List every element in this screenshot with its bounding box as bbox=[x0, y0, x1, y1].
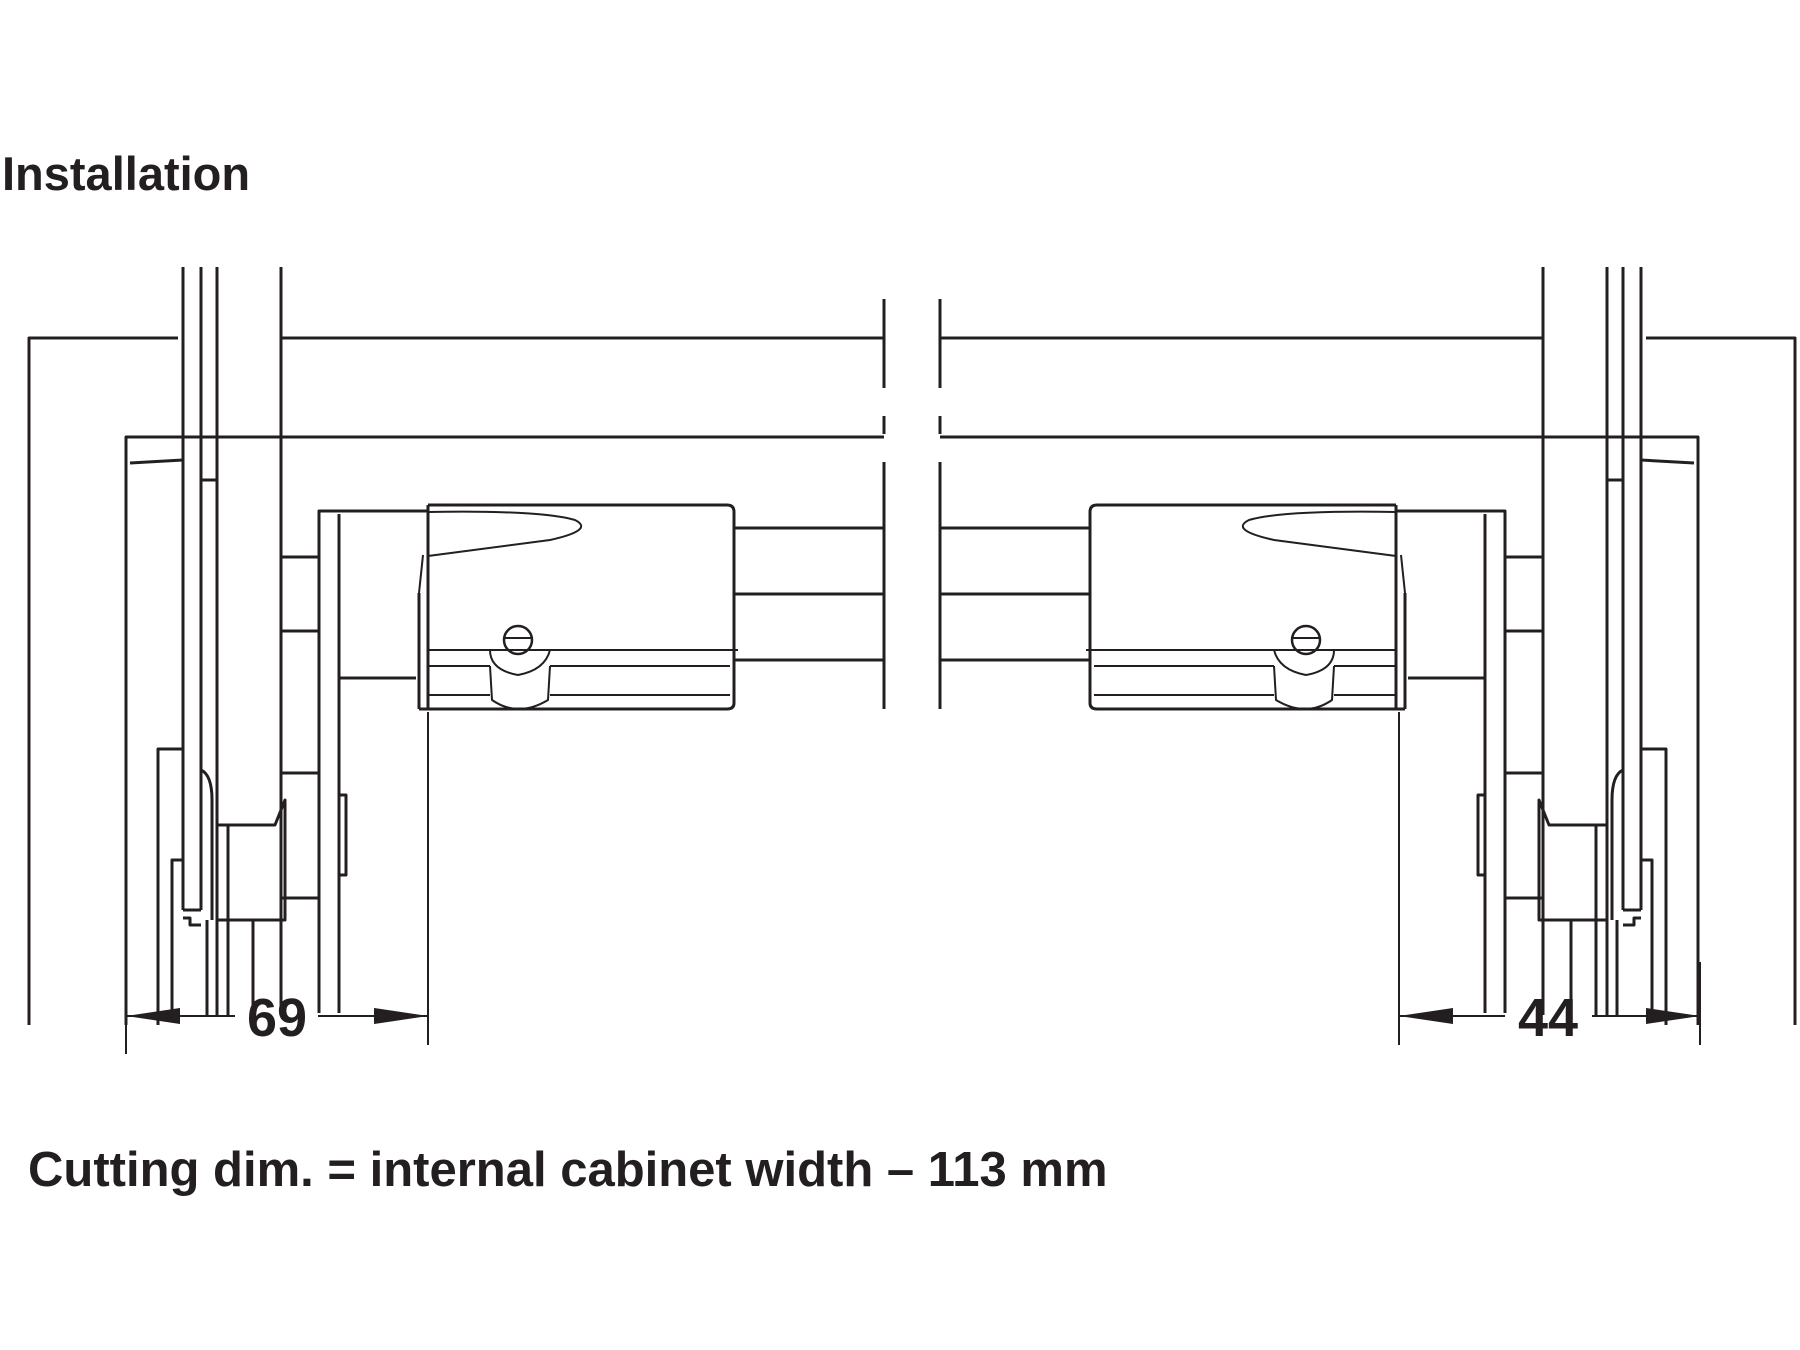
dimension-right bbox=[1398, 712, 1701, 1045]
dimension-right-value: 44 bbox=[1518, 988, 1578, 1048]
section-title: Installation bbox=[2, 147, 251, 200]
cutting-dimension-note: Cutting dim. = internal cabinet width – … bbox=[28, 1143, 1108, 1197]
right-side-drawing bbox=[938, 265, 1797, 1027]
left-side-drawing bbox=[27, 265, 886, 1027]
dimension-left-value: 69 bbox=[247, 988, 307, 1048]
dimension-left bbox=[125, 712, 429, 1054]
